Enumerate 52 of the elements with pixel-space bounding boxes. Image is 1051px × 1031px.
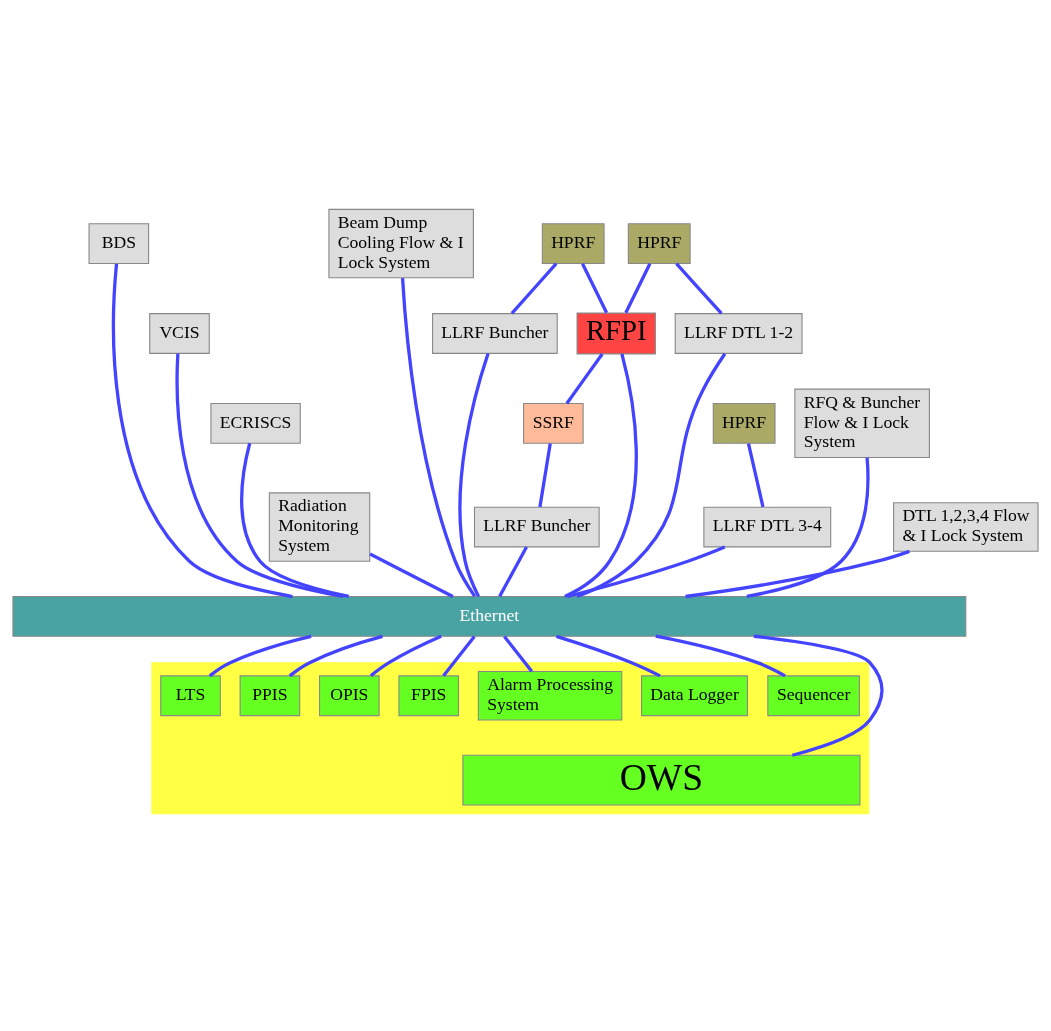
connector <box>510 262 558 314</box>
node-box: LLRF DTL 3-4 <box>703 506 832 547</box>
node-box: Data Logger <box>641 674 748 716</box>
node-box: RFPI <box>576 312 656 354</box>
node-box: HPRF <box>712 402 776 444</box>
node-box: Sequencer <box>767 674 860 716</box>
node-box: LLRF Buncher <box>432 312 558 354</box>
node-box: Ethernet <box>12 595 967 637</box>
node-box: OPIS <box>319 674 380 716</box>
node-box: ECRISCS <box>210 402 301 444</box>
node-box: LLRF Buncher <box>473 506 600 547</box>
connector <box>624 262 652 313</box>
connector <box>746 442 765 507</box>
node-box: RFQ & Buncher Flow & I Lock System <box>794 388 930 458</box>
node-box: FPIS <box>398 674 460 716</box>
connector <box>538 442 552 507</box>
connector <box>442 635 476 677</box>
node-box: LTS <box>160 674 221 716</box>
node-box: PPIS <box>239 674 301 716</box>
connector <box>564 353 638 598</box>
node-box: VCIS <box>149 312 210 354</box>
connector <box>685 549 910 598</box>
connector <box>400 277 477 597</box>
connector <box>175 353 344 598</box>
node-box: DTL 1,2,3,4 Flow & I Lock System <box>893 501 1039 552</box>
connector <box>565 352 604 404</box>
connector <box>655 634 786 677</box>
node-box: BDS <box>88 222 150 264</box>
connector <box>369 552 454 598</box>
connector <box>753 634 884 757</box>
node-box: OWS <box>462 754 861 805</box>
node-box: Alarm Processing System <box>477 670 623 721</box>
connector <box>288 634 383 677</box>
connector <box>208 634 312 677</box>
connector <box>240 442 350 598</box>
connector <box>458 352 490 597</box>
node-box: SSRF <box>523 402 584 444</box>
node-box: Radiation Monitoring System <box>268 491 371 562</box>
node-box: Beam Dump Cooling Flow & I Lock System <box>328 208 474 278</box>
node-box: LLRF DTL 1-2 <box>674 312 803 354</box>
node-box: HPRF <box>541 222 605 264</box>
connector <box>369 634 442 677</box>
connector <box>503 635 534 672</box>
connector <box>576 352 727 598</box>
connector <box>581 262 609 313</box>
connector <box>675 262 723 314</box>
connector <box>498 545 528 597</box>
node-box: HPRF <box>627 222 691 264</box>
connector <box>555 634 661 677</box>
connector <box>566 545 726 598</box>
cluster <box>151 661 870 814</box>
connector <box>746 457 870 598</box>
